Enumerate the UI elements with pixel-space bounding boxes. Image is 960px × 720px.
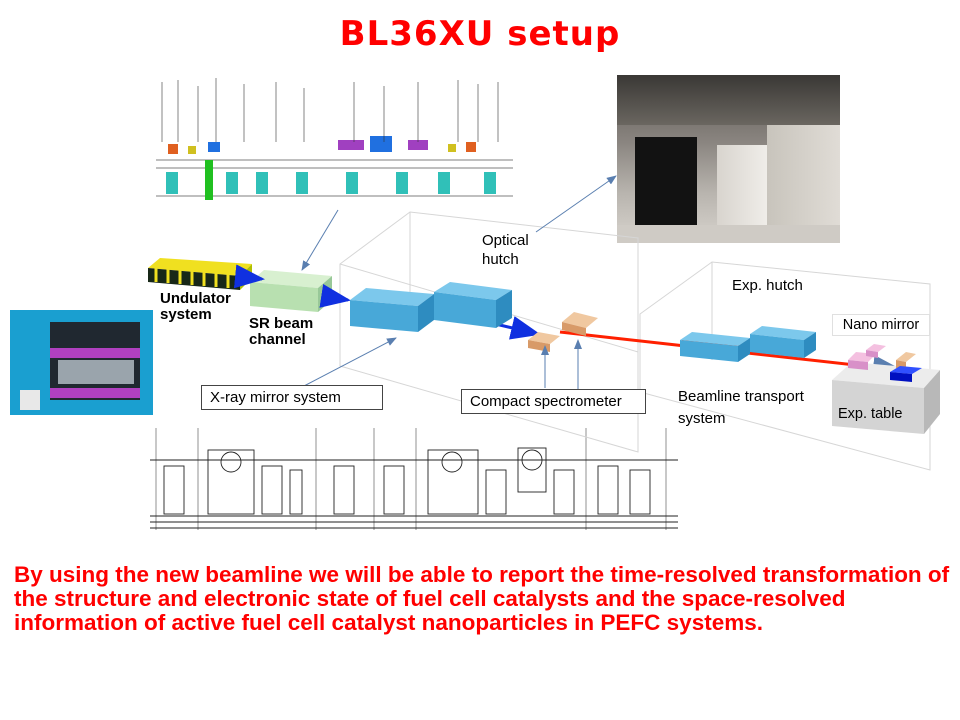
exp-table-label: Exp. table [838, 406, 903, 422]
sr-beam-channel-block [250, 270, 332, 312]
exp-hutch-photo [617, 75, 840, 243]
nano-mirror-block [848, 344, 922, 382]
undulator-label: Undulator system [160, 290, 231, 323]
exp-hutch-label: Exp. hutch [732, 277, 803, 294]
transport-block-2 [750, 326, 816, 358]
transport-block-1 [680, 332, 750, 362]
undulator-block [148, 258, 252, 290]
xray-mirror-block-2 [434, 282, 512, 328]
beamline-transport-label: Beamline transport system [678, 388, 804, 427]
xray-mirror-label: X-ray mirror system [201, 385, 383, 410]
nano-mirror-label: Nano mirror [832, 314, 930, 336]
undulator-photo [10, 310, 153, 415]
sr-beam-channel-label: SR beam channel [249, 315, 314, 348]
exp-table-block [832, 362, 940, 434]
spectrometer-block [528, 312, 598, 352]
beamline-elevation-drawing [148, 72, 520, 202]
summary-text: By using the new beamline we will be abl… [14, 562, 950, 635]
compact-spectrometer-label: Compact spectrometer [461, 389, 646, 414]
optical-hutch-label: Optical hutch [482, 232, 529, 268]
xray-mirror-block-1 [350, 288, 434, 332]
page-title: BL36XU setup [339, 14, 621, 54]
